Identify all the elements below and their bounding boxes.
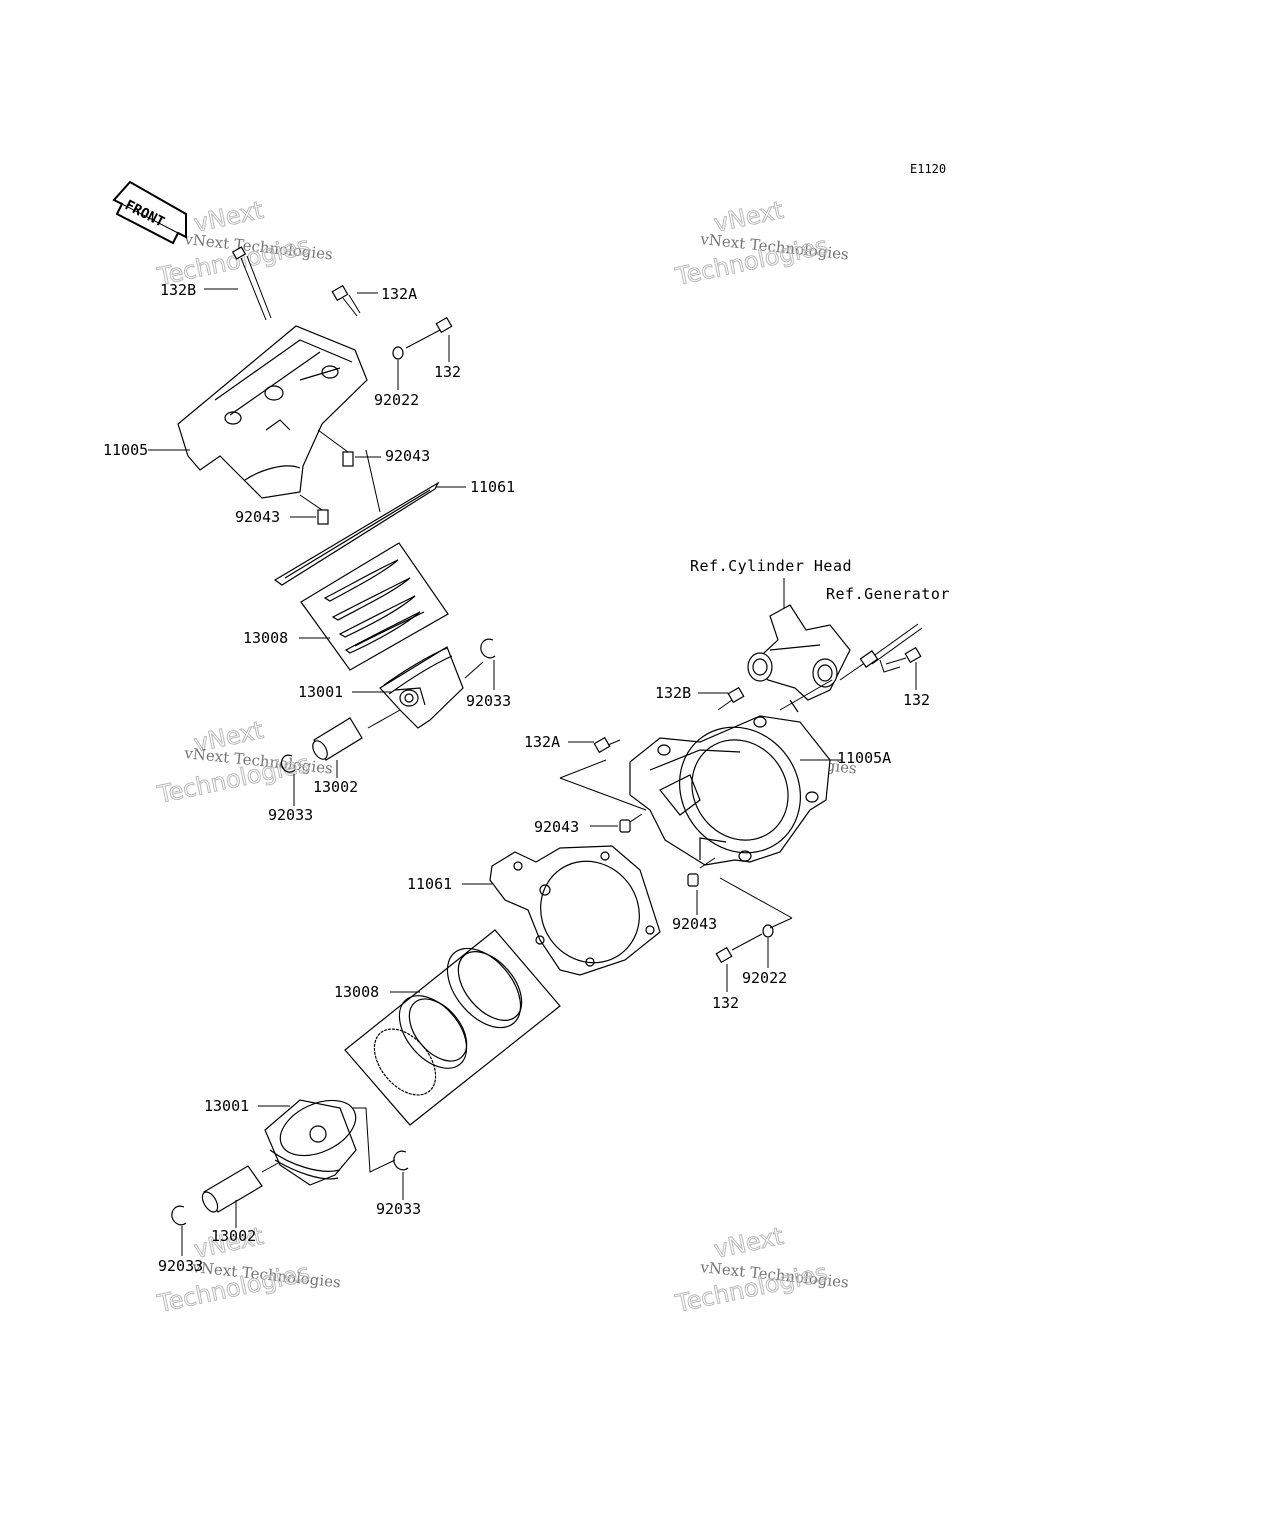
piston-13001-lower [264, 1099, 357, 1186]
pin-13002-upper [312, 717, 363, 761]
bolt-132a-upper [331, 284, 361, 317]
label-92022-upper: 92022 [374, 391, 419, 409]
label-11005a: 11005A [837, 749, 891, 767]
label-13001-lower: 13001 [204, 1097, 249, 1115]
watermark-bottom-right: vNext vNext Technologies Technologies [672, 1221, 850, 1318]
label-13001-upper: 13001 [298, 683, 343, 701]
label-132a-upper: 132A [381, 285, 417, 303]
label-92043-upper-right: 92043 [385, 447, 430, 465]
label-92043-upper-left: 92043 [235, 508, 280, 526]
label-132-upper: 132 [434, 363, 461, 381]
clip-92033-lower-left [171, 1205, 187, 1226]
clip-92033-upper-left [280, 754, 296, 773]
cylinder-11005a [629, 715, 831, 866]
label-132-lower: 132 [712, 994, 739, 1012]
label-92043-lower-lower: 92043 [672, 915, 717, 933]
pin-13002-lower [201, 1165, 263, 1213]
label-92043-lower-upper: 92043 [534, 818, 579, 836]
label-92022-lower: 92022 [742, 969, 787, 987]
dowel-92043-lower-upper [619, 819, 631, 833]
piston-13001-upper [379, 646, 464, 729]
rings-13008-lower [344, 929, 561, 1126]
label-11061-lower: 11061 [407, 875, 452, 893]
rings-13008-upper [300, 542, 449, 671]
label-11061-upper: 11061 [470, 478, 515, 496]
label-132-generator: 132 [903, 691, 930, 709]
bolt-132-generator [879, 646, 922, 673]
label-132b-upper: 132B [160, 281, 196, 299]
cylinder-11005 [177, 325, 368, 499]
bolt-132-lower [715, 933, 763, 964]
clip-92033-upper-right [480, 638, 496, 659]
label-132a-lower: 132A [524, 733, 560, 751]
label-92033-lower-right: 92033 [376, 1200, 421, 1218]
label-92033-lower-left: 92033 [158, 1257, 203, 1275]
label-13002-upper: 13002 [313, 778, 358, 796]
bolt-132-upper [405, 316, 453, 349]
label-13008-lower: 13008 [334, 983, 379, 1001]
ref-generator-label: Ref.Generator [826, 585, 950, 603]
front-arrow-icon: FRONT [112, 180, 187, 245]
label-11005: 11005 [103, 441, 148, 459]
dowel-92043-upper-right [342, 451, 354, 467]
cylinder-head-fitting [747, 604, 851, 713]
svg-text:vNext: vNext [711, 1222, 785, 1264]
label-13008-upper: 13008 [243, 629, 288, 647]
watermark-top-right: vNext vNext Technologies Technologies [672, 195, 850, 291]
clip-92033-lower-right [393, 1150, 409, 1171]
dowel-92043-upper-left [317, 509, 329, 525]
label-92033-upper-left: 92033 [268, 806, 313, 824]
watermark-top-left: vNext vNext Technologies Technologies [154, 195, 334, 291]
gasket-11061-lower [489, 845, 661, 976]
washer-92022-upper [392, 346, 404, 360]
watermark-mid-left: vNext vNext Technologies Technologies [154, 715, 334, 809]
gasket-11061-upper [273, 481, 440, 586]
dowel-92043-lower-lower [687, 873, 699, 887]
bolt-132a-lower [593, 736, 621, 754]
generator-wire [859, 623, 923, 668]
bolt-132b-lower [717, 686, 745, 711]
label-13002-lower: 13002 [211, 1227, 256, 1245]
diagram-code: E1120 [910, 162, 946, 176]
label-92033-upper-right: 92033 [466, 692, 511, 710]
bolt-132b-upper [231, 246, 272, 321]
ref-cylinder-head-label: Ref.Cylinder Head [690, 557, 852, 575]
label-132b-lower: 132B [655, 684, 691, 702]
